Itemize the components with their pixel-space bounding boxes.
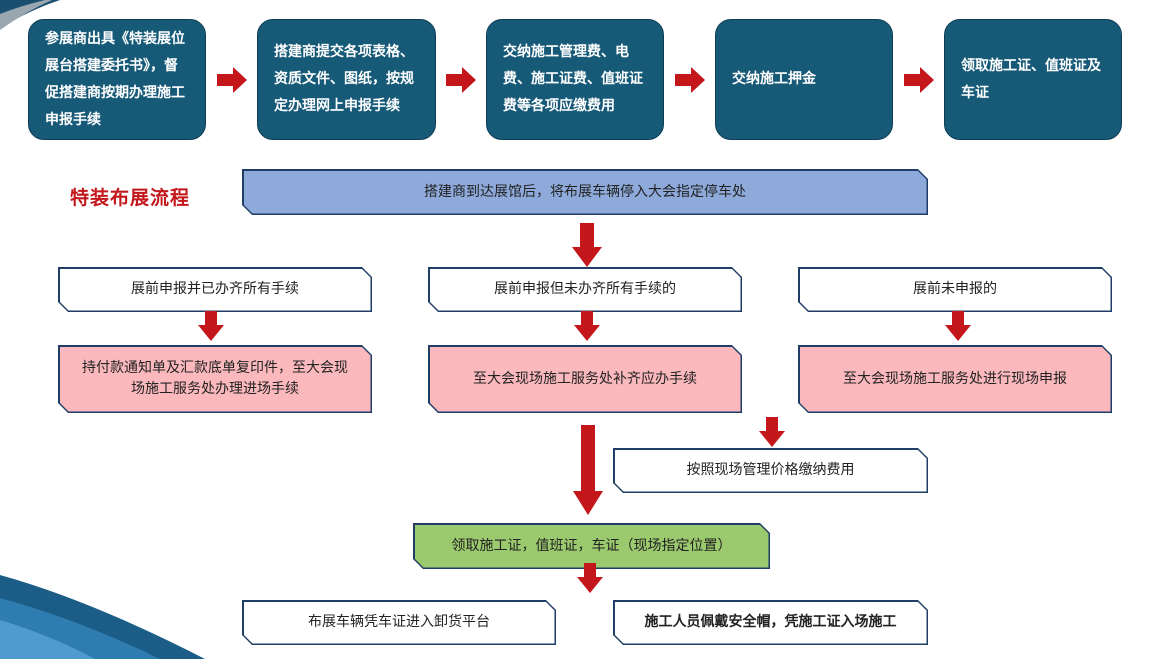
step-2-text: 搭建商提交各项表格、资质文件、图纸，按规定办理网上申报手续: [274, 44, 414, 114]
arrow-down-icon: [573, 425, 603, 515]
condition-text-2: 展前申报但未办齐所有手续的: [430, 269, 741, 311]
arrow-down-icon: [198, 311, 224, 341]
final-text-right: 施工人员佩戴安全帽，凭施工证入场施工: [615, 602, 927, 644]
process-title: 特装布展流程: [70, 187, 191, 209]
arrow-right-icon: [675, 67, 705, 93]
arrival-box: 搭建商到达展馆后，将布展车辆停入大会指定停车处: [242, 169, 928, 215]
action-box-3: 至大会现场施工服务处进行现场申报: [798, 345, 1112, 413]
arrow-down-icon: [572, 223, 602, 267]
arrival-text: 搭建商到达展馆后，将布展车辆停入大会指定停车处: [244, 171, 927, 214]
step-3-box: 交纳施工管理费、电费、施工证费、值班证费等各项应缴费用: [486, 19, 664, 140]
condition-text-3: 展前未申报的: [800, 269, 1111, 311]
condition-box-2: 展前申报但未办齐所有手续的: [428, 267, 742, 312]
step-2-box: 搭建商提交各项表格、资质文件、图纸，按规定办理网上申报手续: [257, 19, 436, 140]
action-text-1: 持付款通知单及汇款底单复印件，至大会现场施工服务处办理进场手续: [60, 347, 371, 412]
final-text-left: 布展车辆凭车证进入卸货平台: [244, 602, 555, 644]
fee-text: 按照现场管理价格缴纳费用: [615, 450, 927, 492]
action-text-2: 至大会现场施工服务处补齐应办手续: [430, 347, 741, 412]
step-1-box: 参展商出具《特装展位展台搭建委托书》，督促搭建商按期办理施工申报手续: [28, 19, 206, 140]
step-1-text: 参展商出具《特装展位展台搭建委托书》，督促搭建商按期办理施工申报手续: [45, 30, 185, 128]
collect-box: 领取施工证，值班证，车证（现场指定位置）: [413, 523, 770, 569]
arrow-right-icon: [446, 67, 476, 93]
final-box-right: 施工人员佩戴安全帽，凭施工证入场施工: [613, 600, 928, 645]
action-box-2: 至大会现场施工服务处补齐应办手续: [428, 345, 742, 413]
arrow-right-icon: [904, 67, 934, 93]
collect-text: 领取施工证，值班证，车证（现场指定位置）: [415, 525, 769, 568]
arrow-down-icon: [574, 311, 600, 341]
condition-text-1: 展前申报并已办齐所有手续: [60, 269, 371, 311]
arrow-down-icon: [577, 563, 603, 593]
action-box-1: 持付款通知单及汇款底单复印件，至大会现场施工服务处办理进场手续: [58, 345, 372, 413]
arrow-right-icon: [217, 67, 247, 93]
fee-box: 按照现场管理价格缴纳费用: [613, 448, 928, 493]
condition-box-1: 展前申报并已办齐所有手续: [58, 267, 372, 312]
step-5-text: 领取施工证、值班证及车证: [961, 57, 1101, 101]
condition-box-3: 展前未申报的: [798, 267, 1112, 312]
step-5-box: 领取施工证、值班证及车证: [944, 19, 1122, 140]
step-4-box: 交纳施工押金: [715, 19, 893, 140]
action-text-3: 至大会现场施工服务处进行现场申报: [800, 347, 1111, 412]
step-3-text: 交纳施工管理费、电费、施工证费、值班证费等各项应缴费用: [503, 44, 643, 114]
step-4-text: 交纳施工押金: [732, 71, 816, 87]
arrow-down-icon: [945, 311, 971, 341]
final-box-left: 布展车辆凭车证进入卸货平台: [242, 600, 556, 645]
arrow-down-icon: [759, 417, 785, 447]
